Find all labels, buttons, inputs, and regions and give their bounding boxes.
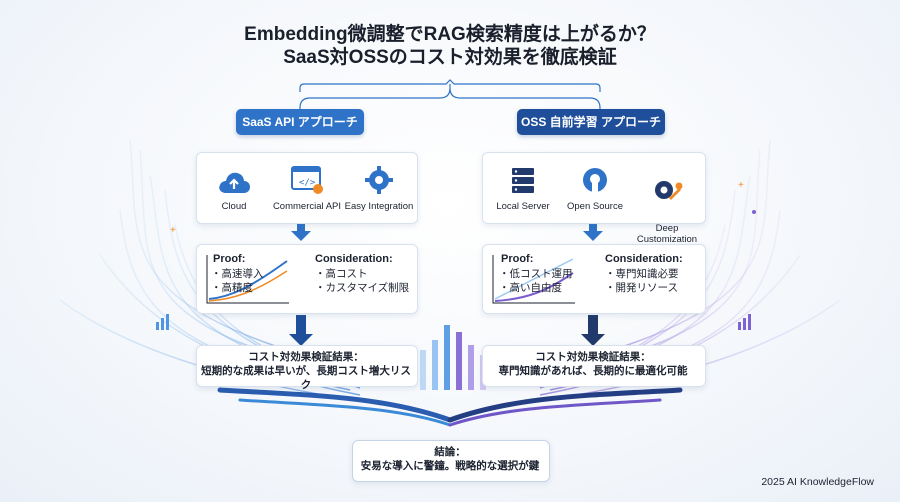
- cloud-label: Cloud: [221, 201, 247, 212]
- saas-tools-card: Cloud </> Commercial API Easy Integrati: [196, 152, 418, 224]
- saas-consideration-title: Consideration:: [315, 253, 393, 265]
- oss-consideration-title: Consideration:: [605, 253, 683, 265]
- oss-proof-item-2: ・高い自由度: [499, 282, 562, 294]
- commercial-api-tool: </> Commercial API: [267, 161, 347, 212]
- easy-integration-tool: Easy Integration: [339, 161, 419, 212]
- oss-consideration-item-2: ・開発リソース: [605, 282, 678, 294]
- conclusion-text: 安易な導入に警鐘。戦略的な選択が鍵: [360, 460, 540, 472]
- server-icon: [512, 168, 534, 193]
- saas-proof-item-2: ・高精度: [211, 282, 253, 294]
- oss-consideration-item-1: ・専門知識必要: [605, 268, 679, 280]
- local-server-tool: Local Server: [483, 161, 563, 212]
- title-line-1: Embedding微調整でRAG検索精度は上がるか？: [244, 24, 656, 45]
- saas-result-text: 短期的な成果は早いが、長期コスト増大リスク: [201, 365, 411, 391]
- saas-result-card: [196, 345, 418, 387]
- svg-text:</>: </>: [299, 178, 316, 188]
- saas-proof-card: Proof: ・高速導入 ・高精度 Consideration: ・高コスト ・…: [196, 244, 418, 314]
- oss-approach-pill: OSS 自前学習 アプローチ: [517, 109, 665, 135]
- oss-tools-card: Local Server Open Source Deep Customizat…: [482, 152, 706, 245]
- oss-proof-item-1: ・低コスト運用: [499, 268, 573, 280]
- svg-text:+: +: [170, 225, 176, 236]
- cloud-upload-icon: [219, 172, 250, 193]
- open-source-label: Open Source: [567, 201, 623, 212]
- oss-result-heading: コスト対効果検証結果：: [535, 351, 651, 363]
- easy-integration-label: Easy Integration: [344, 201, 414, 212]
- saas-trend-chart: [206, 255, 289, 304]
- gear-icon: [365, 166, 393, 194]
- saas-consideration-item-2: ・カスタマイズ制限: [315, 282, 410, 294]
- deep-customization-tool: Deep Customization: [627, 161, 707, 256]
- deep-customization-label: Deep Customization: [636, 223, 698, 245]
- saas-proof-item-1: ・高速導入: [211, 268, 264, 280]
- commercial-api-label: Commercial API: [272, 201, 342, 212]
- open-source-tool: Open Source: [555, 161, 635, 212]
- saas-approach-pill: SaaS API アプローチ: [236, 109, 364, 135]
- saas-result-heading: コスト対効果検証結果：: [248, 351, 364, 363]
- oss-result-card: [482, 345, 706, 387]
- conclusion-heading: 結論：: [434, 446, 466, 458]
- wrench-gear-icon: [655, 181, 683, 200]
- code-window-icon: </>: [291, 166, 323, 194]
- oss-proof-title: Proof:: [501, 253, 534, 265]
- footer-credit: 2025 AI KnowledgeFlow: [761, 476, 874, 488]
- conclusion-card: [352, 440, 550, 482]
- open-source-icon: [583, 168, 607, 193]
- oss-proof-card: Proof: ・低コスト運用 ・高い自由度 Consideration: ・専門…: [482, 244, 706, 314]
- svg-text:+: +: [738, 180, 744, 191]
- cloud-tool: Cloud: [194, 161, 274, 212]
- oss-result-text: 専門知識があれば、長期的に最適化可能: [498, 365, 688, 377]
- oss-trend-chart: [492, 255, 575, 304]
- saas-proof-title: Proof:: [213, 253, 246, 265]
- saas-consideration-item-1: ・高コスト: [315, 268, 368, 280]
- local-server-label: Local Server: [496, 201, 550, 212]
- title-line-2: SaaS対OSSのコスト対効果を徹底検証: [283, 47, 617, 68]
